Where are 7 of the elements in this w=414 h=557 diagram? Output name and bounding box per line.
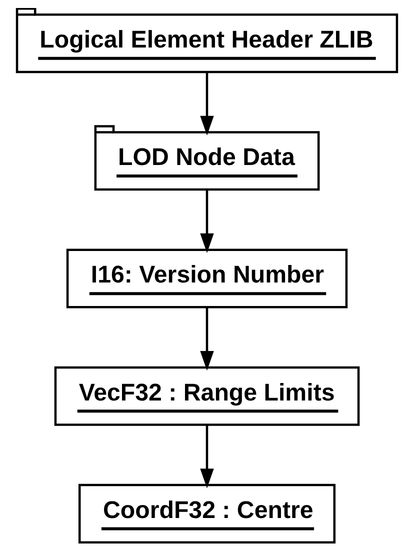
node-box: I16: Version Number [66, 248, 348, 308]
arrow [200, 190, 214, 254]
node-box: CoordF32 : Centre [78, 484, 336, 544]
arrow [200, 424, 214, 488]
arrow [200, 72, 214, 136]
arrow [200, 307, 214, 371]
node-box: VecF32 : Range Limits [54, 366, 360, 426]
